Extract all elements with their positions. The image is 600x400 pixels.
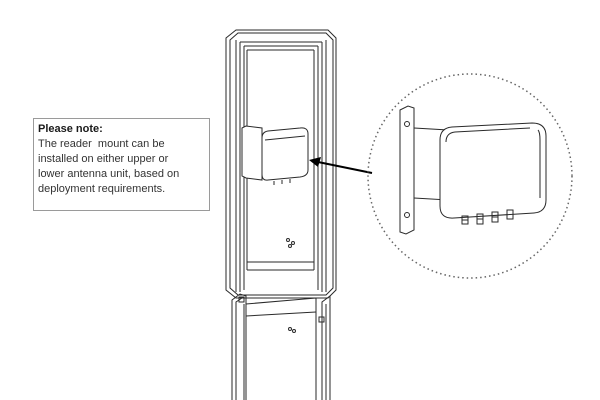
note-callout: Please note: The reader mount can be ins…: [33, 118, 210, 211]
note-line: installed on either upper or: [38, 153, 169, 165]
note-title: Please note:: [38, 123, 103, 135]
note-line: deployment requirements.: [38, 183, 166, 195]
pointer-arrow: [309, 157, 373, 174]
note-line: lower antenna unit, based on: [38, 168, 180, 180]
zoomed-reader-detail: [399, 105, 547, 235]
note-line: The reader mount can be: [38, 138, 165, 150]
lower-antenna-unit: [231, 293, 331, 400]
upper-antenna-unit: [225, 29, 337, 299]
zoom-circle: [367, 73, 573, 279]
